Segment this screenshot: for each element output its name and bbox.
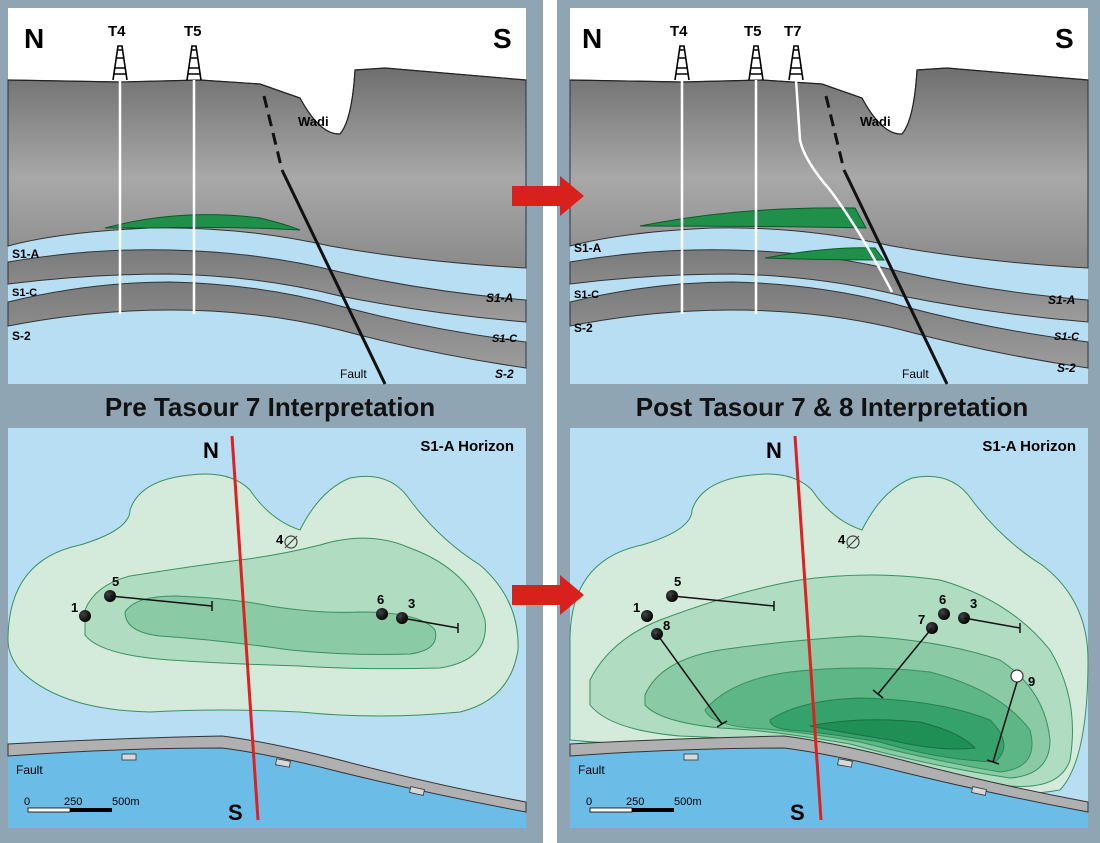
- post-section-fault-label: Fault: [902, 367, 929, 381]
- pre-map-south-label: S: [228, 800, 243, 825]
- section-transition-arrow: [512, 176, 584, 216]
- pre-panel: N S T4 T5 Wadi Fault S1-A S1-C S-2 S1-A …: [7, 8, 527, 828]
- post-well-t5-label: T5: [744, 23, 762, 40]
- post-scale-zero: 0: [586, 796, 592, 808]
- post-panel: N S T4 T5 T7 Wadi Fault S1-A S1-C S-2 S1…: [569, 8, 1089, 828]
- pre-map-well-4: 4: [276, 532, 284, 547]
- pre-section-fault-label: Fault: [340, 367, 367, 381]
- pre-map-north-label: N: [203, 438, 219, 463]
- pre-right-layer-s2: S-2: [495, 367, 514, 381]
- pre-scale-zero: 0: [24, 796, 30, 808]
- pre-map: 1 5 4 6 3 N S S1-A Horizon Fault 0 250 5…: [7, 428, 527, 828]
- pre-well-t4-label: T4: [108, 23, 126, 40]
- post-wadi-label: Wadi: [860, 114, 891, 129]
- pre-map-well-1: 1: [71, 600, 78, 615]
- post-map-south-label: S: [790, 800, 805, 825]
- pre-caption: Pre Tasour 7 Interpretation: [105, 392, 435, 422]
- pre-map-well-6: 6: [377, 592, 384, 607]
- panel-gap: [543, 0, 557, 843]
- pre-left-layer-s2: S-2: [12, 329, 31, 343]
- pre-scale-end: 500m: [112, 796, 140, 808]
- pre-section-north-label: N: [24, 23, 44, 54]
- post-map-well-7: 7: [918, 612, 925, 627]
- pre-map-well-5: 5: [112, 574, 119, 589]
- pre-map-horizon-label: S1-A Horizon: [420, 438, 514, 455]
- post-scale-end: 500m: [674, 796, 702, 808]
- post-map-well-1: 1: [633, 600, 640, 615]
- pre-left-layer-s1c: S1-C: [12, 287, 37, 299]
- post-map-well-5: 5: [674, 574, 681, 589]
- post-left-layer-s2: S-2: [574, 321, 593, 335]
- post-map-well-6: 6: [939, 592, 946, 607]
- map-transition-arrow: [512, 575, 584, 615]
- post-section-south-label: S: [1055, 23, 1074, 54]
- post-section-north-label: N: [582, 23, 602, 54]
- post-map-well-8: 8: [663, 618, 670, 633]
- post-map-north-label: N: [766, 438, 782, 463]
- post-left-layer-s1a: S1-A: [574, 241, 602, 255]
- post-right-layer-s1a: S1-A: [1048, 293, 1075, 307]
- post-well-t7-label: T7: [784, 23, 802, 40]
- pre-map-well-3: 3: [408, 596, 415, 611]
- pre-map-fault-label: Fault: [16, 763, 43, 777]
- post-left-layer-s1c: S1-C: [574, 289, 599, 301]
- pre-left-layer-s1a: S1-A: [12, 247, 40, 261]
- post-map-fault-label: Fault: [578, 763, 605, 777]
- pre-cross-section: N S T4 T5 Wadi Fault S1-A S1-C S-2 S1-A …: [7, 8, 527, 385]
- post-scale-mid: 250: [626, 796, 644, 808]
- post-map-well-4: 4: [838, 532, 846, 547]
- post-map: 1 5 8 4 7 6 3 9 N S S1-A Horizon Fault 0…: [569, 428, 1089, 828]
- pre-well-t5-label: T5: [184, 23, 202, 40]
- post-map-well-3: 3: [970, 596, 977, 611]
- post-map-well-9: 9: [1028, 674, 1035, 689]
- post-map-horizon-label: S1-A Horizon: [982, 438, 1076, 455]
- post-cross-section: N S T4 T5 T7 Wadi Fault S1-A S1-C S-2 S1…: [569, 8, 1089, 385]
- pre-right-layer-s1c: S1-C: [492, 333, 518, 345]
- post-right-layer-s2: S-2: [1057, 361, 1076, 375]
- post-well-t4-label: T4: [670, 23, 688, 40]
- post-caption: Post Tasour 7 & 8 Interpretation: [636, 392, 1028, 422]
- pre-wadi-label: Wadi: [298, 114, 329, 129]
- pre-scale-mid: 250: [64, 796, 82, 808]
- pre-section-south-label: S: [493, 23, 512, 54]
- pre-right-layer-s1a: S1-A: [486, 291, 513, 305]
- post-right-layer-s1c: S1-C: [1054, 331, 1080, 343]
